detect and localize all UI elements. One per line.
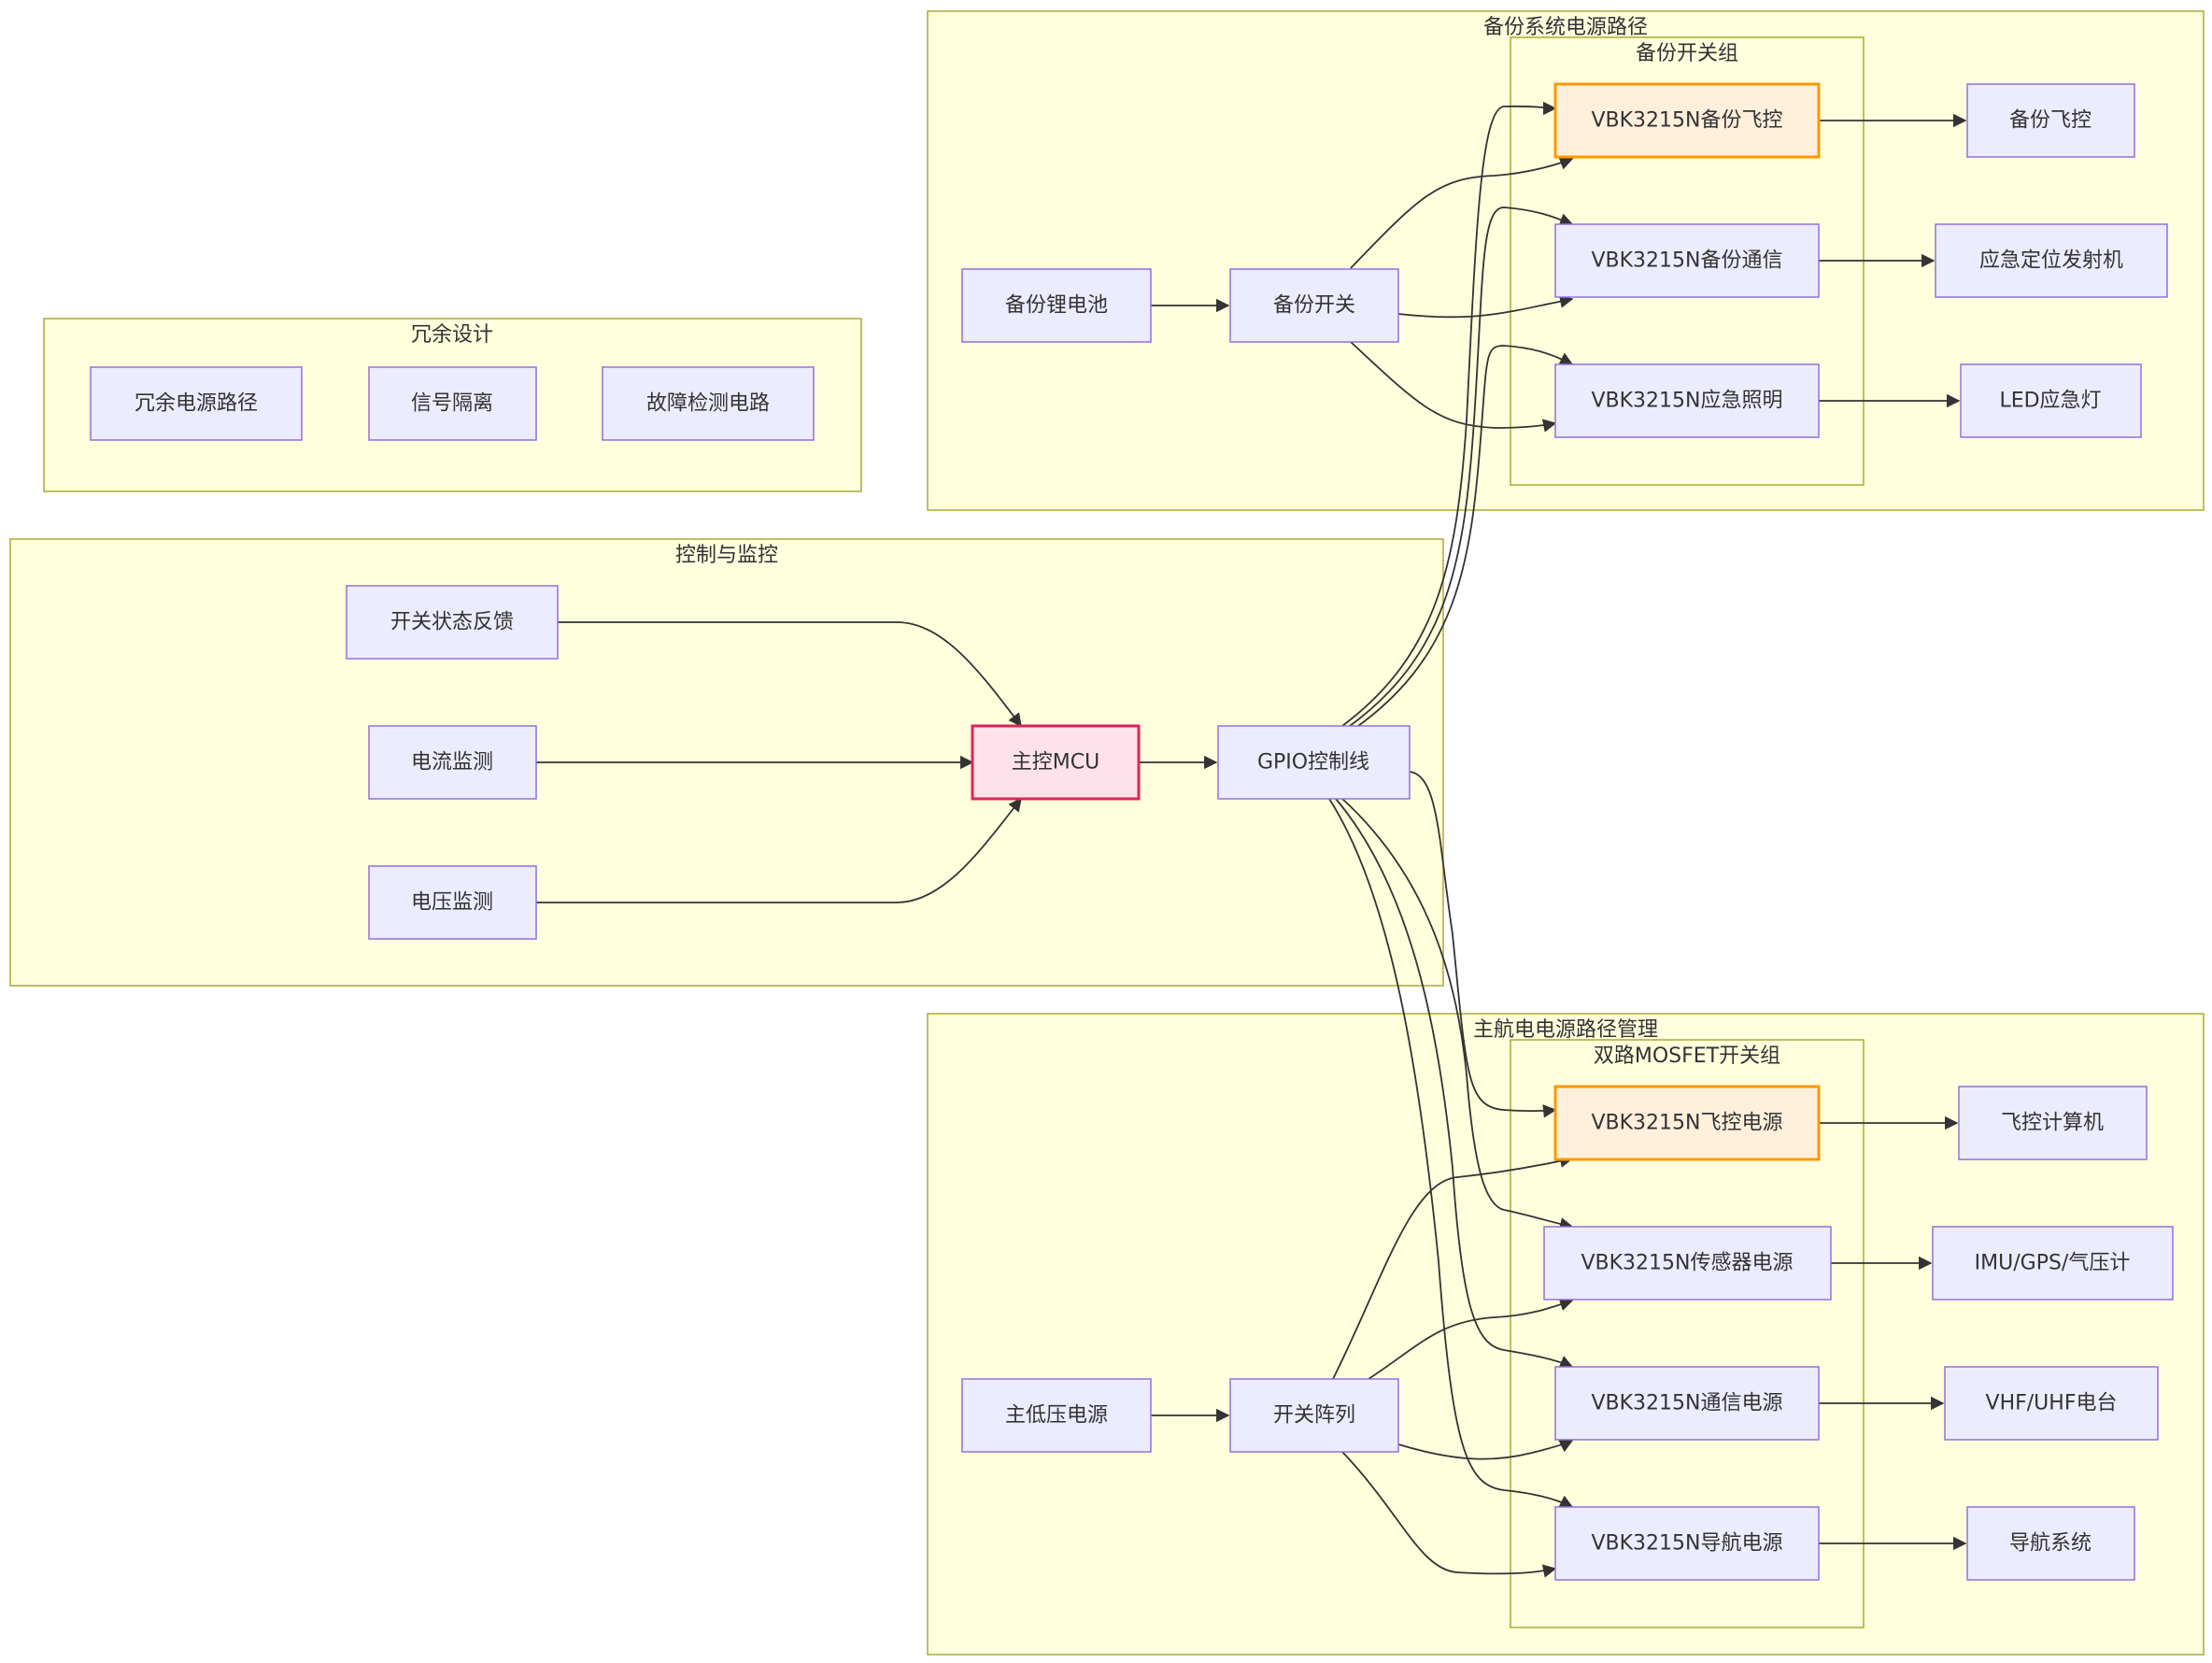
node-vbk-sensor-power-label: VBK3215N传感器电源 xyxy=(1581,1252,1793,1275)
node-nav-system-label: 导航系统 xyxy=(2009,1532,2091,1556)
node-main-mcu-label: 主控MCU xyxy=(1012,751,1099,775)
edges xyxy=(536,101,1967,1578)
node-backup-switch[interactable]: 备份开关 xyxy=(1229,268,1399,343)
node-signal-isolation-label: 信号隔离 xyxy=(411,392,493,416)
node-fc-computer-label: 飞控计算机 xyxy=(2001,1112,2104,1135)
edge-gpio-to-vbk-comm-power xyxy=(1335,798,1574,1369)
node-vbk-sensor-power[interactable]: VBK3215N传感器电源 xyxy=(1543,1226,1832,1301)
node-main-lv[interactable]: 主低压电源 xyxy=(961,1378,1152,1453)
edge-gpio-to-vbk-emerg-light xyxy=(1357,345,1574,727)
node-redundant-power[interactable]: 冗余电源路径 xyxy=(90,366,303,441)
node-switch-array[interactable]: 开关阵列 xyxy=(1229,1378,1399,1453)
edge-feedback-to-mcu xyxy=(558,621,1022,728)
edge-switch-array-to-vbk-fc-power xyxy=(1332,1154,1574,1380)
node-fc-computer[interactable]: 飞控计算机 xyxy=(1958,1086,2148,1160)
cluster-backup-switch-group-label: 备份开关组 xyxy=(1636,42,1738,65)
node-current-mon-label: 电流监测 xyxy=(411,751,493,775)
node-switch-feedback-label: 开关状态反馈 xyxy=(390,611,514,634)
node-vbk-fc-power-label: VBK3215N飞控电源 xyxy=(1591,1112,1782,1135)
node-vbk-backup-comm-label: VBK3215N备份通信 xyxy=(1591,249,1782,273)
node-emerg-locator-label: 应急定位发射机 xyxy=(1979,249,2123,273)
node-vbk-backup-fc[interactable]: VBK3215N备份飞控 xyxy=(1553,82,1821,159)
node-imu-gps-label: IMU/GPS/气压计 xyxy=(1975,1252,2131,1275)
node-vbk-emerg-light-label: VBK3215N应急照明 xyxy=(1591,390,1782,413)
node-voltage-mon-label: 电压监测 xyxy=(411,891,493,915)
cluster-main-switch-group-label: 双路MOSFET开关组 xyxy=(1594,1045,1780,1068)
node-vbk-nav-power-label: VBK3215N导航电源 xyxy=(1591,1532,1782,1556)
node-imu-gps[interactable]: IMU/GPS/气压计 xyxy=(1932,1226,2174,1301)
node-vbk-backup-fc-label: VBK3215N备份飞控 xyxy=(1591,109,1782,133)
node-vhf-uhf[interactable]: VHF/UHF电台 xyxy=(1944,1366,2159,1441)
node-gpio[interactable]: GPIO控制线 xyxy=(1217,725,1411,800)
node-backup-switch-label: 备份开关 xyxy=(1273,294,1355,318)
node-vhf-uhf-label: VHF/UHF电台 xyxy=(1986,1392,2118,1415)
cluster-main-label: 主航电电源路径管理 xyxy=(1473,1018,1658,1042)
node-switch-feedback[interactable]: 开关状态反馈 xyxy=(346,585,559,660)
node-vbk-backup-comm[interactable]: VBK3215N备份通信 xyxy=(1554,223,1820,298)
node-led-emerg[interactable]: LED应急灯 xyxy=(1960,363,2142,438)
node-backup-battery-label: 备份锂电池 xyxy=(1005,294,1108,318)
node-nav-system[interactable]: 导航系统 xyxy=(1966,1506,2135,1581)
node-signal-isolation[interactable]: 信号隔离 xyxy=(368,366,537,441)
node-main-mcu[interactable]: 主控MCU xyxy=(971,724,1141,801)
node-main-lv-label: 主低压电源 xyxy=(1005,1404,1108,1428)
cluster-redundancy-label: 冗余设计 xyxy=(411,323,493,347)
node-backup-fc-label: 备份飞控 xyxy=(2009,109,2091,133)
edge-backup-switch-to-vbk-backup-fc xyxy=(1350,156,1574,269)
node-vbk-comm-power-label: VBK3215N通信电源 xyxy=(1591,1392,1782,1415)
edge-gpio-to-vbk-sensor-power xyxy=(1341,798,1574,1231)
node-vbk-emerg-light[interactable]: VBK3215N应急照明 xyxy=(1554,363,1820,438)
edge-gpio-to-vbk-fc-power xyxy=(1409,771,1557,1118)
node-gpio-label: GPIO控制线 xyxy=(1257,751,1369,775)
node-redundant-power-label: 冗余电源路径 xyxy=(135,392,258,416)
node-vbk-nav-power[interactable]: VBK3215N导航电源 xyxy=(1554,1506,1820,1581)
edge-gpio-to-vbk-backup-comm xyxy=(1349,206,1574,727)
node-current-mon[interactable]: 电流监测 xyxy=(368,725,537,800)
node-emerg-locator[interactable]: 应急定位发射机 xyxy=(1935,223,2168,298)
node-backup-fc[interactable]: 备份飞控 xyxy=(1966,83,2135,158)
node-vbk-fc-power[interactable]: VBK3215N飞控电源 xyxy=(1553,1085,1821,1161)
edge-voltage-to-mcu xyxy=(536,797,1022,903)
edge-backup-switch-to-vbk-backup-comm xyxy=(1397,294,1574,319)
edge-switch-array-to-vbk-nav-power xyxy=(1341,1451,1557,1578)
edge-switch-array-to-vbk-comm-power xyxy=(1397,1440,1574,1460)
node-backup-battery[interactable]: 备份锂电池 xyxy=(961,268,1152,343)
node-vbk-comm-power[interactable]: VBK3215N通信电源 xyxy=(1554,1366,1820,1441)
node-led-emerg-label: LED应急灯 xyxy=(1999,390,2101,413)
edge-switch-array-to-vbk-sensor-power xyxy=(1368,1298,1574,1380)
node-fault-detect[interactable]: 故障检测电路 xyxy=(602,366,815,441)
cluster-backup-label: 备份系统电源路径 xyxy=(1483,16,1648,39)
cluster-control-label: 控制与监控 xyxy=(675,544,778,567)
edge-gpio-to-vbk-backup-fc xyxy=(1341,101,1557,727)
edge-backup-switch-to-vbk-emerg-light xyxy=(1350,341,1557,433)
node-voltage-mon[interactable]: 电压监测 xyxy=(368,865,537,940)
edge-gpio-to-vbk-nav-power xyxy=(1328,798,1574,1508)
node-fault-detect-label: 故障检测电路 xyxy=(646,392,770,416)
node-switch-array-label: 开关阵列 xyxy=(1273,1404,1355,1428)
